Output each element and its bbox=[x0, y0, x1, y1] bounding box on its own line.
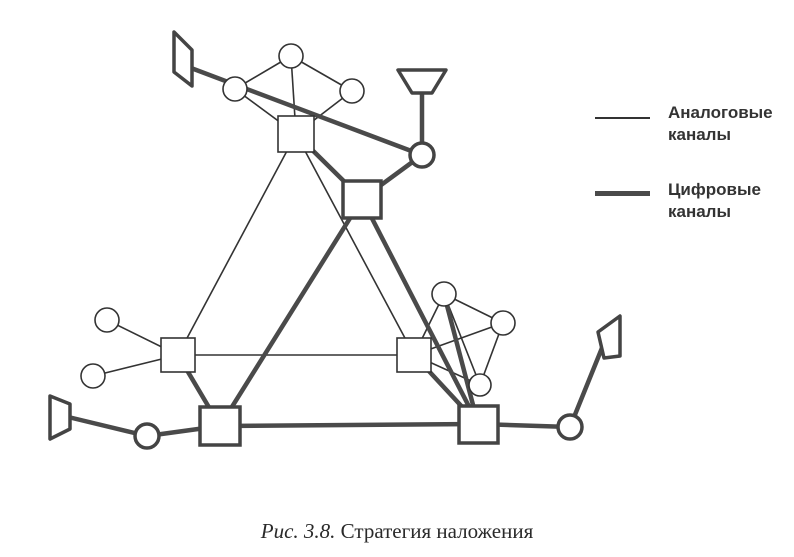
terminal-icon bbox=[172, 30, 194, 88]
figure-caption: Рис. 3.8. Стратегия наложения bbox=[0, 519, 794, 544]
legend-digital-line bbox=[595, 191, 650, 196]
figure-number: Рис. 3.8. bbox=[260, 519, 336, 543]
digital-switches bbox=[198, 179, 500, 447]
terminal-icon bbox=[596, 314, 622, 360]
analog-node bbox=[339, 78, 365, 104]
analog-node bbox=[431, 281, 457, 307]
legend-analog-line bbox=[595, 117, 650, 119]
terminals bbox=[48, 30, 622, 441]
analog-node bbox=[94, 307, 120, 333]
analog-nodes bbox=[80, 43, 516, 397]
analog-links bbox=[92, 55, 504, 386]
digital-links bbox=[61, 65, 607, 439]
digital-switch bbox=[341, 179, 383, 220]
analog-node bbox=[80, 363, 106, 389]
digital-node bbox=[133, 422, 161, 450]
analog-node bbox=[468, 373, 492, 397]
terminal-icon bbox=[396, 68, 448, 95]
digital-switch bbox=[198, 405, 242, 447]
digital-node bbox=[556, 413, 584, 441]
digital-link bbox=[217, 196, 365, 429]
terminal-icon bbox=[48, 394, 72, 441]
digital-link bbox=[441, 291, 481, 427]
analog-link bbox=[177, 133, 297, 356]
analog-switch bbox=[160, 337, 196, 373]
digital-link bbox=[567, 340, 607, 430]
analog-node bbox=[278, 43, 304, 69]
digital-node bbox=[408, 141, 436, 169]
analog-link bbox=[295, 133, 415, 356]
analog-switch bbox=[396, 337, 432, 373]
digital-nodes bbox=[133, 141, 584, 450]
analog-node bbox=[222, 76, 248, 102]
analog-node bbox=[490, 310, 516, 336]
digital-link bbox=[359, 196, 481, 427]
analog-switches bbox=[160, 115, 432, 373]
legend-digital-label: Цифровые каналы bbox=[668, 180, 761, 221]
legend-analog-label: Аналоговые каналы bbox=[668, 103, 773, 144]
digital-switch bbox=[457, 404, 500, 445]
digital-link bbox=[61, 413, 150, 439]
digital-link bbox=[217, 421, 481, 429]
figure-title: Стратегия наложения bbox=[340, 519, 534, 543]
analog-switch bbox=[277, 115, 315, 153]
